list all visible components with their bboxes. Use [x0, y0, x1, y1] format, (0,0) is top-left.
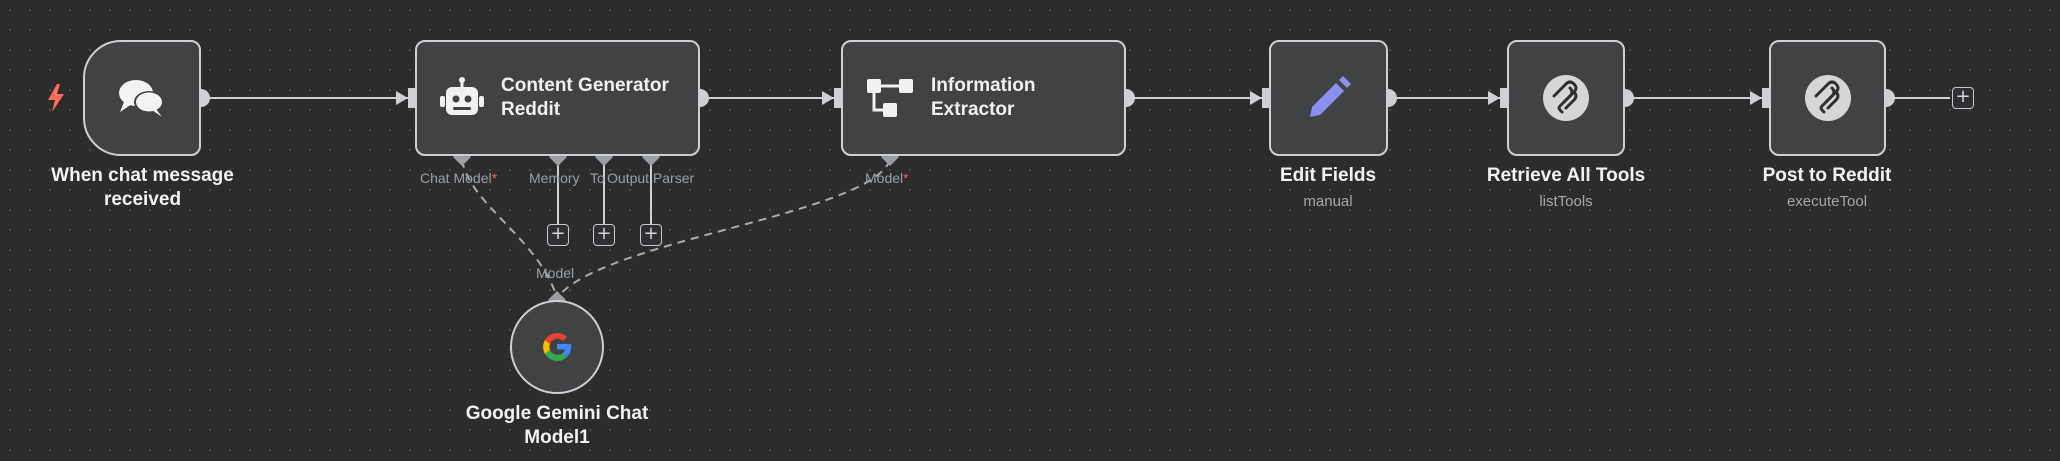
port-label-tool: To — [590, 170, 605, 186]
port-label-extractor-model: Model* — [865, 170, 909, 186]
node-label-edit-fields: Edit Fields — [1279, 165, 1377, 186]
input-handle-edit[interactable] — [1262, 88, 1269, 108]
mcp-icon — [1804, 74, 1852, 122]
add-next-node-button[interactable]: + — [1952, 87, 1974, 109]
node-title-information-extractor: Information Extractor — [931, 75, 1036, 120]
node-retrieve-all-tools[interactable] — [1507, 40, 1625, 156]
port-label-memory: Memory — [529, 170, 580, 186]
arrowhead-edit — [1250, 91, 1262, 105]
node-title-content-generator: Content Generator Reddit — [501, 75, 669, 120]
node-subtitle-post-to-reddit: executeTool — [1786, 193, 1868, 210]
node-google-gemini-chat-model[interactable] — [510, 300, 604, 394]
arrowhead-generator — [396, 91, 408, 105]
node-label-post-to-reddit: Post to Reddit — [1762, 165, 1892, 186]
input-handle-post[interactable] — [1762, 88, 1769, 108]
connection-gemini-to-chat-model[interactable] — [461, 159, 558, 299]
node-content-generator[interactable]: Content Generator Reddit — [415, 40, 700, 156]
robot-icon — [439, 76, 485, 120]
mcp-icon — [1542, 74, 1590, 122]
lightning-bolt-icon — [48, 84, 64, 112]
arrowhead-post — [1750, 91, 1762, 105]
input-handle-retrieve[interactable] — [1500, 88, 1507, 108]
add-output-parser-button[interactable]: + — [640, 224, 662, 246]
pencil-icon — [1304, 73, 1354, 123]
node-edit-fields[interactable] — [1269, 40, 1388, 156]
connection-gemini-to-extractor-model[interactable] — [556, 159, 891, 299]
input-handle-generator[interactable] — [408, 88, 415, 108]
node-label-retrieve-all-tools: Retrieve All Tools — [1486, 165, 1646, 186]
node-label-chat-trigger: When chat message received — [51, 165, 234, 210]
port-label-output-parser: Output Parser — [607, 170, 695, 186]
node-label-google-gemini-chat-model: Google Gemini Chat Model1 — [465, 403, 649, 448]
input-handle-extractor[interactable] — [834, 88, 841, 108]
tree-structure-icon — [865, 77, 915, 119]
node-information-extractor[interactable]: Information Extractor — [841, 40, 1126, 156]
arrowhead-extractor — [822, 91, 834, 105]
node-subtitle-edit-fields: manual — [1303, 193, 1353, 210]
arrowhead-retrieve — [1488, 91, 1500, 105]
port-label-gemini-model: Model — [536, 265, 575, 281]
chat-bubbles-icon — [116, 76, 168, 120]
node-chat-trigger[interactable] — [83, 40, 201, 156]
add-memory-button[interactable]: + — [547, 224, 569, 246]
node-post-to-reddit[interactable] — [1769, 40, 1886, 156]
port-label-chat-model: Chat Model* — [420, 170, 498, 186]
add-tool-button[interactable]: + — [593, 224, 615, 246]
node-subtitle-retrieve-all-tools: listTools — [1539, 193, 1593, 210]
google-g-icon — [540, 330, 574, 364]
